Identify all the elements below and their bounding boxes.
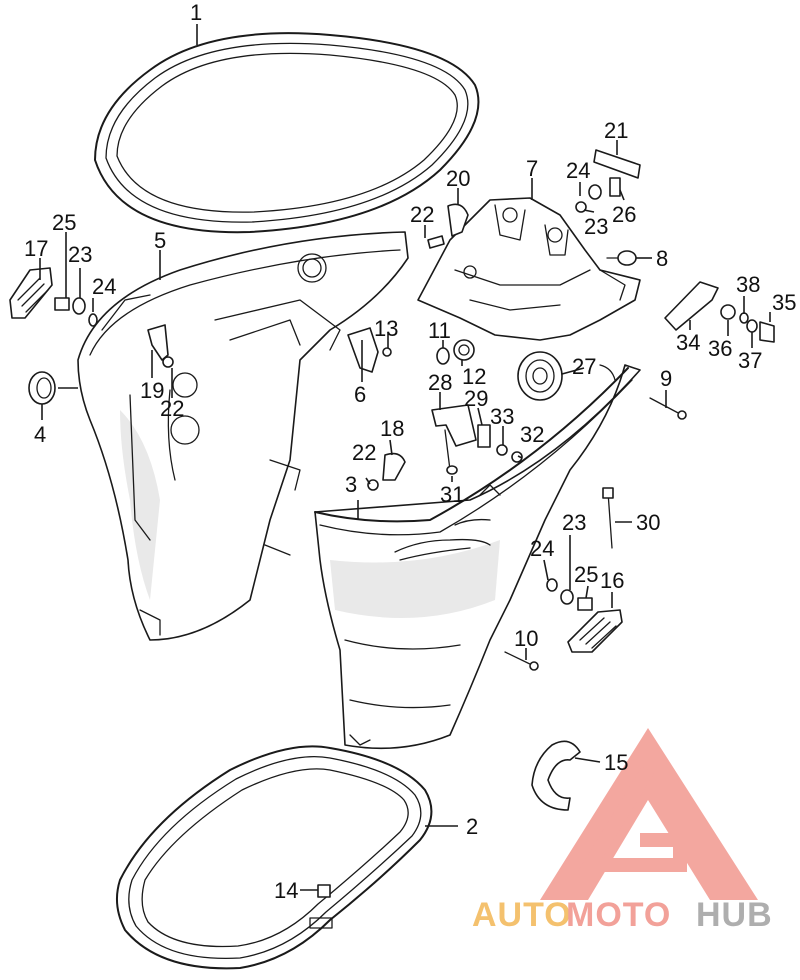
part-30-cable-tie [602,487,614,549]
part-6-bracket-small [347,327,379,373]
part-24-ring-right [546,578,558,592]
part-23-washer-left [72,297,86,315]
callout-38: 38 [736,272,760,297]
part-33-nut [496,444,508,456]
callout-20: 20 [446,166,470,191]
part-29-clip [477,424,491,448]
part-38-ring [739,312,749,324]
callout-23-left: 23 [68,242,92,267]
part-25-bushing-right [577,597,593,611]
callout-22-top: 22 [410,202,434,227]
part-20-clamp [447,203,469,237]
part-37-washer [746,319,758,333]
part-25-bushing-left [54,297,70,311]
callout-6: 6 [354,382,366,407]
callout-36: 36 [708,336,732,361]
part-31-screw [444,429,458,475]
part-34-lever [664,281,719,331]
watermark-word-auto: AUTO [472,896,572,934]
callout-28: 28 [428,370,452,395]
part-21-plate [593,149,641,179]
part-23-washer-right [560,589,574,605]
part-22-screw-mid [367,479,379,491]
part-36-washer [720,304,736,320]
callout-24-right: 24 [530,536,554,561]
part-9-bolt [649,397,687,420]
callout-3: 3 [345,472,357,497]
callout-2: 2 [466,814,478,839]
part-4-grommet [28,371,56,405]
part-26-bolt [609,177,621,197]
watermark-word-hub: HUB [696,896,773,934]
callout-12: 12 [462,364,486,389]
leader-lines [39,24,771,891]
part-13-screw [382,347,392,357]
callout-32: 32 [520,422,544,447]
callout-23-right: 23 [562,510,586,535]
part-18-clamp [382,452,406,481]
part-22-screw-top [427,235,445,249]
callout-24-left: 24 [92,274,116,299]
part-14-plug [317,884,331,898]
part-3-right-cowl [314,364,641,750]
callout-23-top: 23 [584,214,608,239]
callout-labels: 1 2 3 4 5 6 7 8 9 10 11 12 13 14 15 16 1… [24,0,796,903]
callout-37: 37 [738,348,762,373]
callout-30: 30 [636,510,660,535]
callout-15: 15 [604,750,628,775]
part-24-ring-left [88,313,98,327]
callout-22-mid: 22 [352,440,376,465]
part-15-bracket [531,740,581,811]
callout-8: 8 [656,246,668,271]
part-16-latch-right [567,609,623,653]
watermark-g-shape [577,766,687,872]
part-10-bolt [504,651,539,671]
part-32-screw [511,451,523,463]
callout-25-right: 25 [574,562,598,587]
callout-26: 26 [612,202,636,227]
callout-33: 33 [490,404,514,429]
callout-27: 27 [572,354,596,379]
callout-24-top: 24 [566,158,590,183]
part-8-bolt [606,250,637,266]
part-35-bolt [759,321,775,343]
part-2-lower-seal [115,745,433,970]
callout-13: 13 [374,316,398,341]
callout-34: 34 [676,330,700,355]
callout-10: 10 [514,626,538,651]
watermark-wordmark: AUTO MOTO HUB [472,896,773,934]
part-22-screw-left [162,356,174,368]
callout-11: 11 [428,318,451,343]
callout-1: 1 [190,0,202,25]
callout-9: 9 [660,366,672,391]
callout-18: 18 [380,416,404,441]
part-23-washer-top [575,201,587,213]
callout-5: 5 [154,228,166,253]
part-11-washer [436,347,450,365]
callout-14: 14 [274,878,298,903]
part-7-bracket [417,197,641,341]
part-24-ring-top [588,184,602,200]
callout-19: 19 [140,378,164,403]
callout-22-left: 22 [160,396,184,421]
callout-35: 35 [772,290,796,315]
callout-4: 4 [34,422,46,447]
watermark-logo [540,728,758,900]
part-17-latch-left [9,267,53,319]
part-1-upper-seal [94,32,480,234]
callout-16: 16 [600,568,624,593]
watermark-word-moto: MOTO [566,896,671,934]
part-28-holder [431,404,477,447]
part-12-grommet [453,339,475,361]
callout-29: 29 [464,386,488,411]
callout-17: 17 [24,236,48,261]
part-27-seal [517,351,563,401]
callout-25-left: 25 [52,210,76,235]
callout-21: 21 [604,118,628,143]
callout-31: 31 [440,482,464,507]
callout-7: 7 [526,156,538,181]
